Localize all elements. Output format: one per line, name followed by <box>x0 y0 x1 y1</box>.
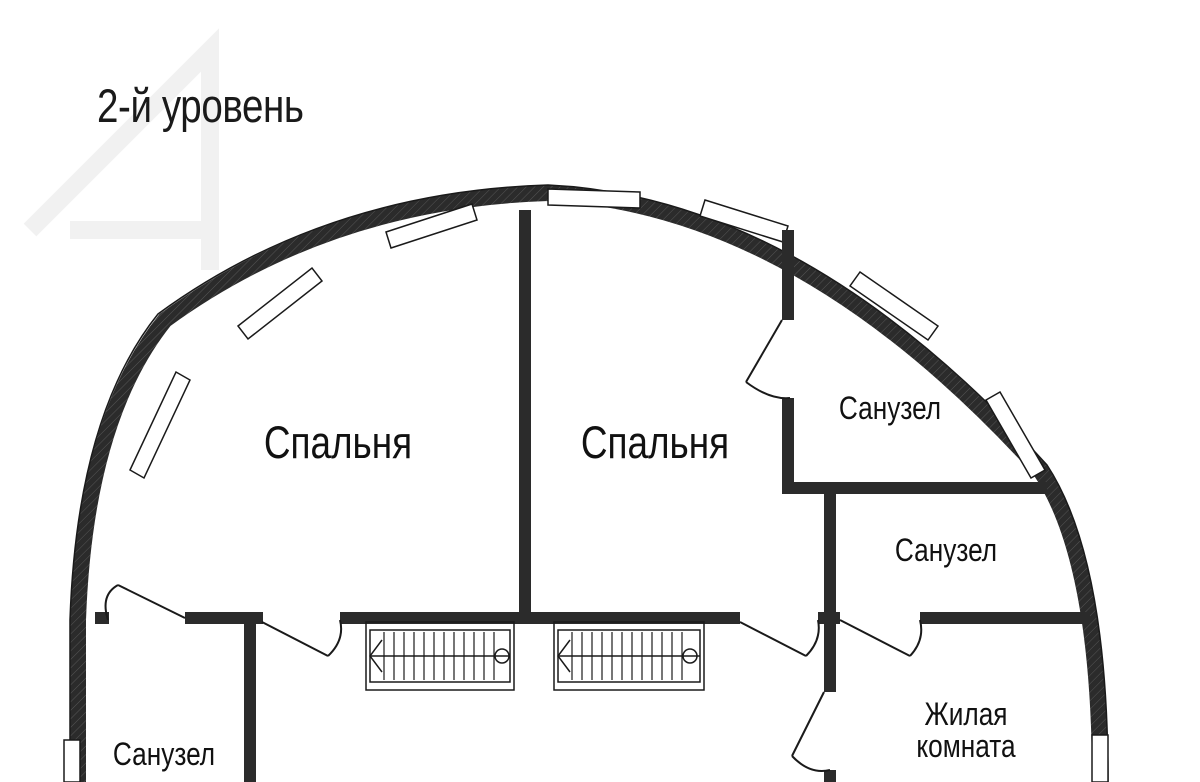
room-label-bathroom-left: Санузел <box>112 736 216 772</box>
wall-corridor-left-b <box>185 612 263 624</box>
room-label-living-room: Жилая комната <box>916 696 1016 764</box>
window-3 <box>385 203 478 249</box>
door-bedroom-left-leaf <box>261 621 329 657</box>
wall-bath-top-left-upper <box>782 230 794 320</box>
door-bedroom-left-swing <box>327 619 343 657</box>
outer-wall-arc-outline <box>69 184 1109 782</box>
door-bath-mid-swing <box>909 619 923 657</box>
wall-living-vertical-top <box>824 612 836 692</box>
door-bedroom-right-swing <box>805 619 820 657</box>
staircase-left <box>365 621 515 691</box>
room-label-bedroom-left: Спальня <box>263 417 413 468</box>
room-label-bathroom-top-right: Санузел <box>838 390 942 426</box>
wall-bath-mid-vertical <box>824 482 836 612</box>
door-left-bath-leaf <box>117 584 186 619</box>
window-9 <box>1091 734 1109 782</box>
room-label-bedroom-right: Спальня <box>580 417 730 468</box>
wall-bath-top-left-lower <box>782 398 794 490</box>
wall-left-bath-vertical <box>244 612 256 782</box>
doors <box>104 319 923 772</box>
wall-corridor-mid <box>340 612 740 624</box>
staircase-right-treads <box>571 632 683 680</box>
wall-bath-horizontal <box>782 482 1047 494</box>
window-6 <box>848 270 940 342</box>
staircase-right <box>553 621 705 691</box>
door-bedroom-right-leaf <box>739 621 807 657</box>
window-2 <box>236 266 324 341</box>
door-left-bath-swing <box>104 584 119 621</box>
door-bath-mid-leaf <box>839 619 911 657</box>
interior-walls <box>95 210 1090 782</box>
window-8 <box>63 739 81 782</box>
door-living-leaf <box>791 691 825 757</box>
wall-living-vertical-bottom <box>824 770 836 782</box>
staircase-left-treads <box>383 632 495 680</box>
room-label-bathroom-mid-right: Санузел <box>894 532 998 568</box>
window-1 <box>129 370 191 480</box>
plan-title: 2-й уровень <box>97 79 304 132</box>
wall-corridor-right-b <box>920 612 1090 624</box>
door-bath-top-leaf <box>745 319 783 383</box>
window-4 <box>547 188 641 209</box>
wall-corridor-left-a <box>95 612 109 624</box>
door-living-swing <box>791 755 831 772</box>
door-bath-top-swing <box>745 381 791 400</box>
wall-bedroom-divider <box>519 210 531 615</box>
window-7 <box>984 390 1047 480</box>
windows <box>63 188 1109 782</box>
watermark-logo <box>23 28 219 270</box>
